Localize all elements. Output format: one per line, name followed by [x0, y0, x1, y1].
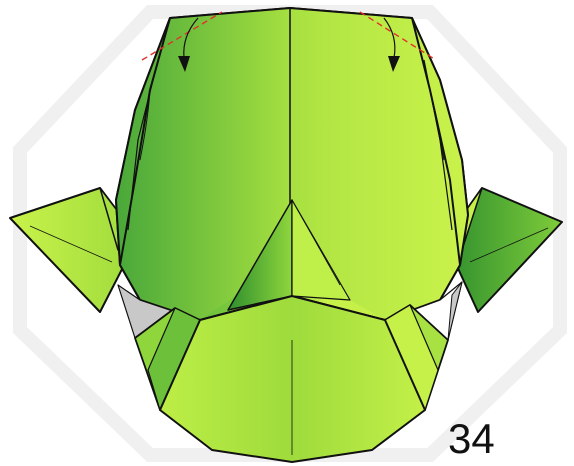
muzzle	[160, 296, 425, 462]
step-number: 34	[448, 416, 495, 462]
